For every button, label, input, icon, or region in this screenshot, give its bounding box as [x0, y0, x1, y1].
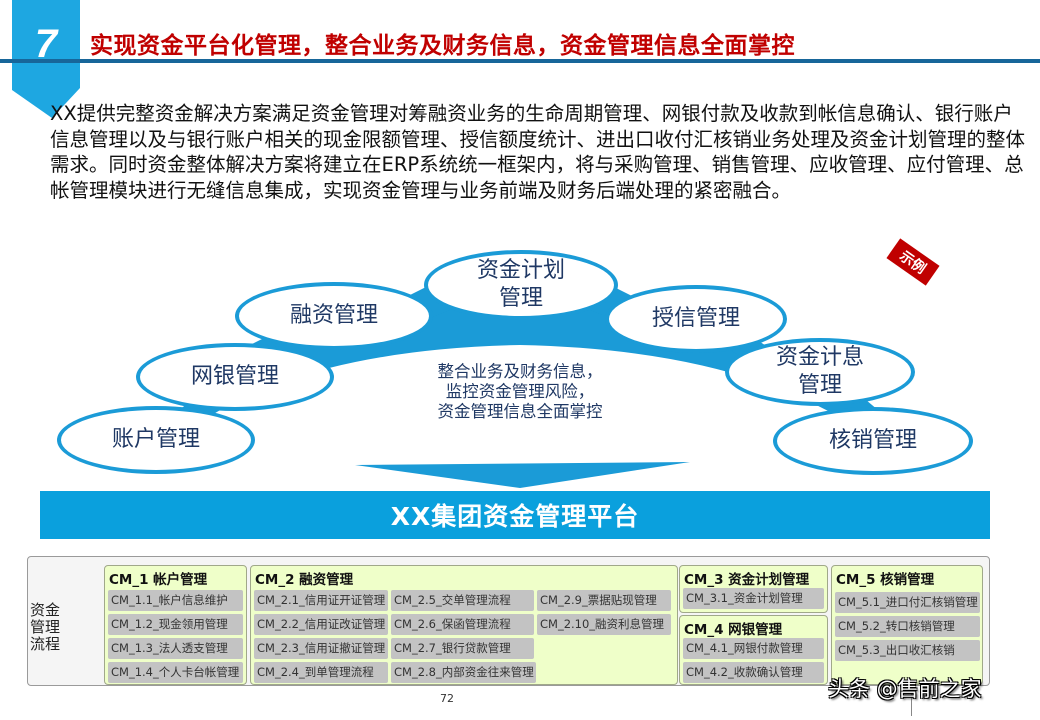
page-title: 实现资金平台化管理，整合业务及财务信息，资金管理信息全面掌控 — [90, 33, 795, 59]
process-item[interactable]: CM_3.1_资金计划管理 — [683, 588, 824, 609]
oval-online-banking: 网银管理 — [136, 343, 334, 411]
group-title: CM_3 资金计划管理 — [684, 572, 810, 588]
group-title: CM_4 网银管理 — [684, 622, 783, 638]
center-line: 整合业务及财务信息， — [437, 362, 603, 381]
oval-account-management: 账户管理 — [57, 406, 255, 474]
oval-label: 资金计息 管理 — [775, 345, 864, 398]
group-cm3: CM_3 资金计划管理 CM_3.1_资金计划管理 — [679, 565, 828, 613]
oval-credit-management: 授信管理 — [605, 285, 787, 353]
process-item[interactable]: CM_1.3_法人透支管理 — [108, 638, 243, 659]
process-item[interactable]: CM_2.8_内部资金往来管理 — [391, 662, 536, 683]
group-title: CM_2 融资管理 — [255, 572, 354, 588]
process-item[interactable]: CM_5.3_出口收汇核销 — [835, 640, 980, 661]
oval-label: 账户管理 — [111, 427, 200, 452]
process-item[interactable]: CM_1.1_帐户信息维护 — [108, 590, 243, 611]
group-cm5: CM_5 核销管理 CM_5.1_进口付汇核销管理 CM_5.2_转口核销管理 … — [831, 565, 983, 685]
process-item[interactable]: CM_5.2_转口核销管理 — [835, 616, 980, 637]
oval-label: 核销管理 — [828, 428, 917, 453]
process-item[interactable]: CM_2.7_银行贷款管理 — [391, 638, 534, 659]
oval-interest-management: 资金计息 管理 — [725, 338, 915, 406]
oval-fund-planning: 资金计划 管理 — [424, 250, 618, 320]
process-item[interactable]: CM_2.5_交单管理流程 — [391, 590, 534, 611]
process-item[interactable]: CM_2.6_保函管理流程 — [391, 614, 534, 635]
page-number: 72 — [440, 692, 454, 705]
process-item[interactable]: CM_1.4_个人卡台帐管理 — [108, 662, 243, 683]
center-summary: 整合业务及财务信息， 监控资金管理风险， 资金管理信息全面掌控 — [400, 362, 640, 422]
center-line: 监控资金管理风险， — [445, 382, 595, 401]
oval-writeoff-management: 核销管理 — [773, 407, 973, 475]
group-cm1: CM_1 帐户管理 CM_1.1_帐户信息维护 CM_1.2_现金领用管理 CM… — [104, 565, 247, 685]
process-item[interactable]: CM_4.2_收款确认管理 — [683, 662, 824, 683]
process-item[interactable]: CM_2.9_票据贴现管理 — [537, 590, 671, 611]
process-item[interactable]: CM_2.4_到单管理流程 — [254, 662, 388, 683]
title-rule — [0, 59, 1040, 63]
process-item[interactable]: CM_2.10_融资利息管理 — [537, 614, 671, 635]
divider — [911, 690, 912, 716]
section-number: 7 — [34, 22, 58, 66]
watermark: 头条 @售前之家 — [828, 677, 982, 701]
center-line: 资金管理信息全面掌控 — [437, 402, 603, 421]
group-title: CM_1 帐户管理 — [109, 572, 208, 588]
oval-label: 资金计划 管理 — [476, 258, 565, 311]
oval-financing: 融资管理 — [235, 282, 433, 350]
group-cm4: CM_4 网银管理 CM_4.1_网银付款管理 CM_4.2_收款确认管理 — [679, 615, 828, 685]
oval-label: 网银管理 — [190, 364, 279, 389]
process-item[interactable]: CM_4.1_网银付款管理 — [683, 638, 824, 659]
group-title: CM_5 核销管理 — [836, 572, 935, 588]
process-item[interactable]: CM_1.2_现金领用管理 — [108, 614, 243, 635]
process-label: 资金 管理 流程 — [30, 601, 61, 653]
group-cm2: CM_2 融资管理 CM_2.1_信用证开证管理 CM_2.2_信用证改证管理 … — [250, 565, 678, 685]
oval-label: 融资管理 — [289, 303, 378, 328]
process-item[interactable]: CM_2.1_信用证开证管理 — [254, 590, 388, 611]
process-item[interactable]: CM_2.3_信用证撤证管理 — [254, 638, 388, 659]
description-paragraph: XX提供完整资金解决方案满足资金管理对筹融资业务的生命周期管理、网银付款及收款到… — [50, 102, 1026, 202]
process-item[interactable]: CM_2.2_信用证改证管理 — [254, 614, 388, 635]
oval-label: 授信管理 — [651, 306, 740, 331]
process-item[interactable]: CM_5.1_进口付汇核销管理 — [835, 592, 980, 613]
platform-banner: XX集团资金管理平台 — [40, 491, 990, 539]
